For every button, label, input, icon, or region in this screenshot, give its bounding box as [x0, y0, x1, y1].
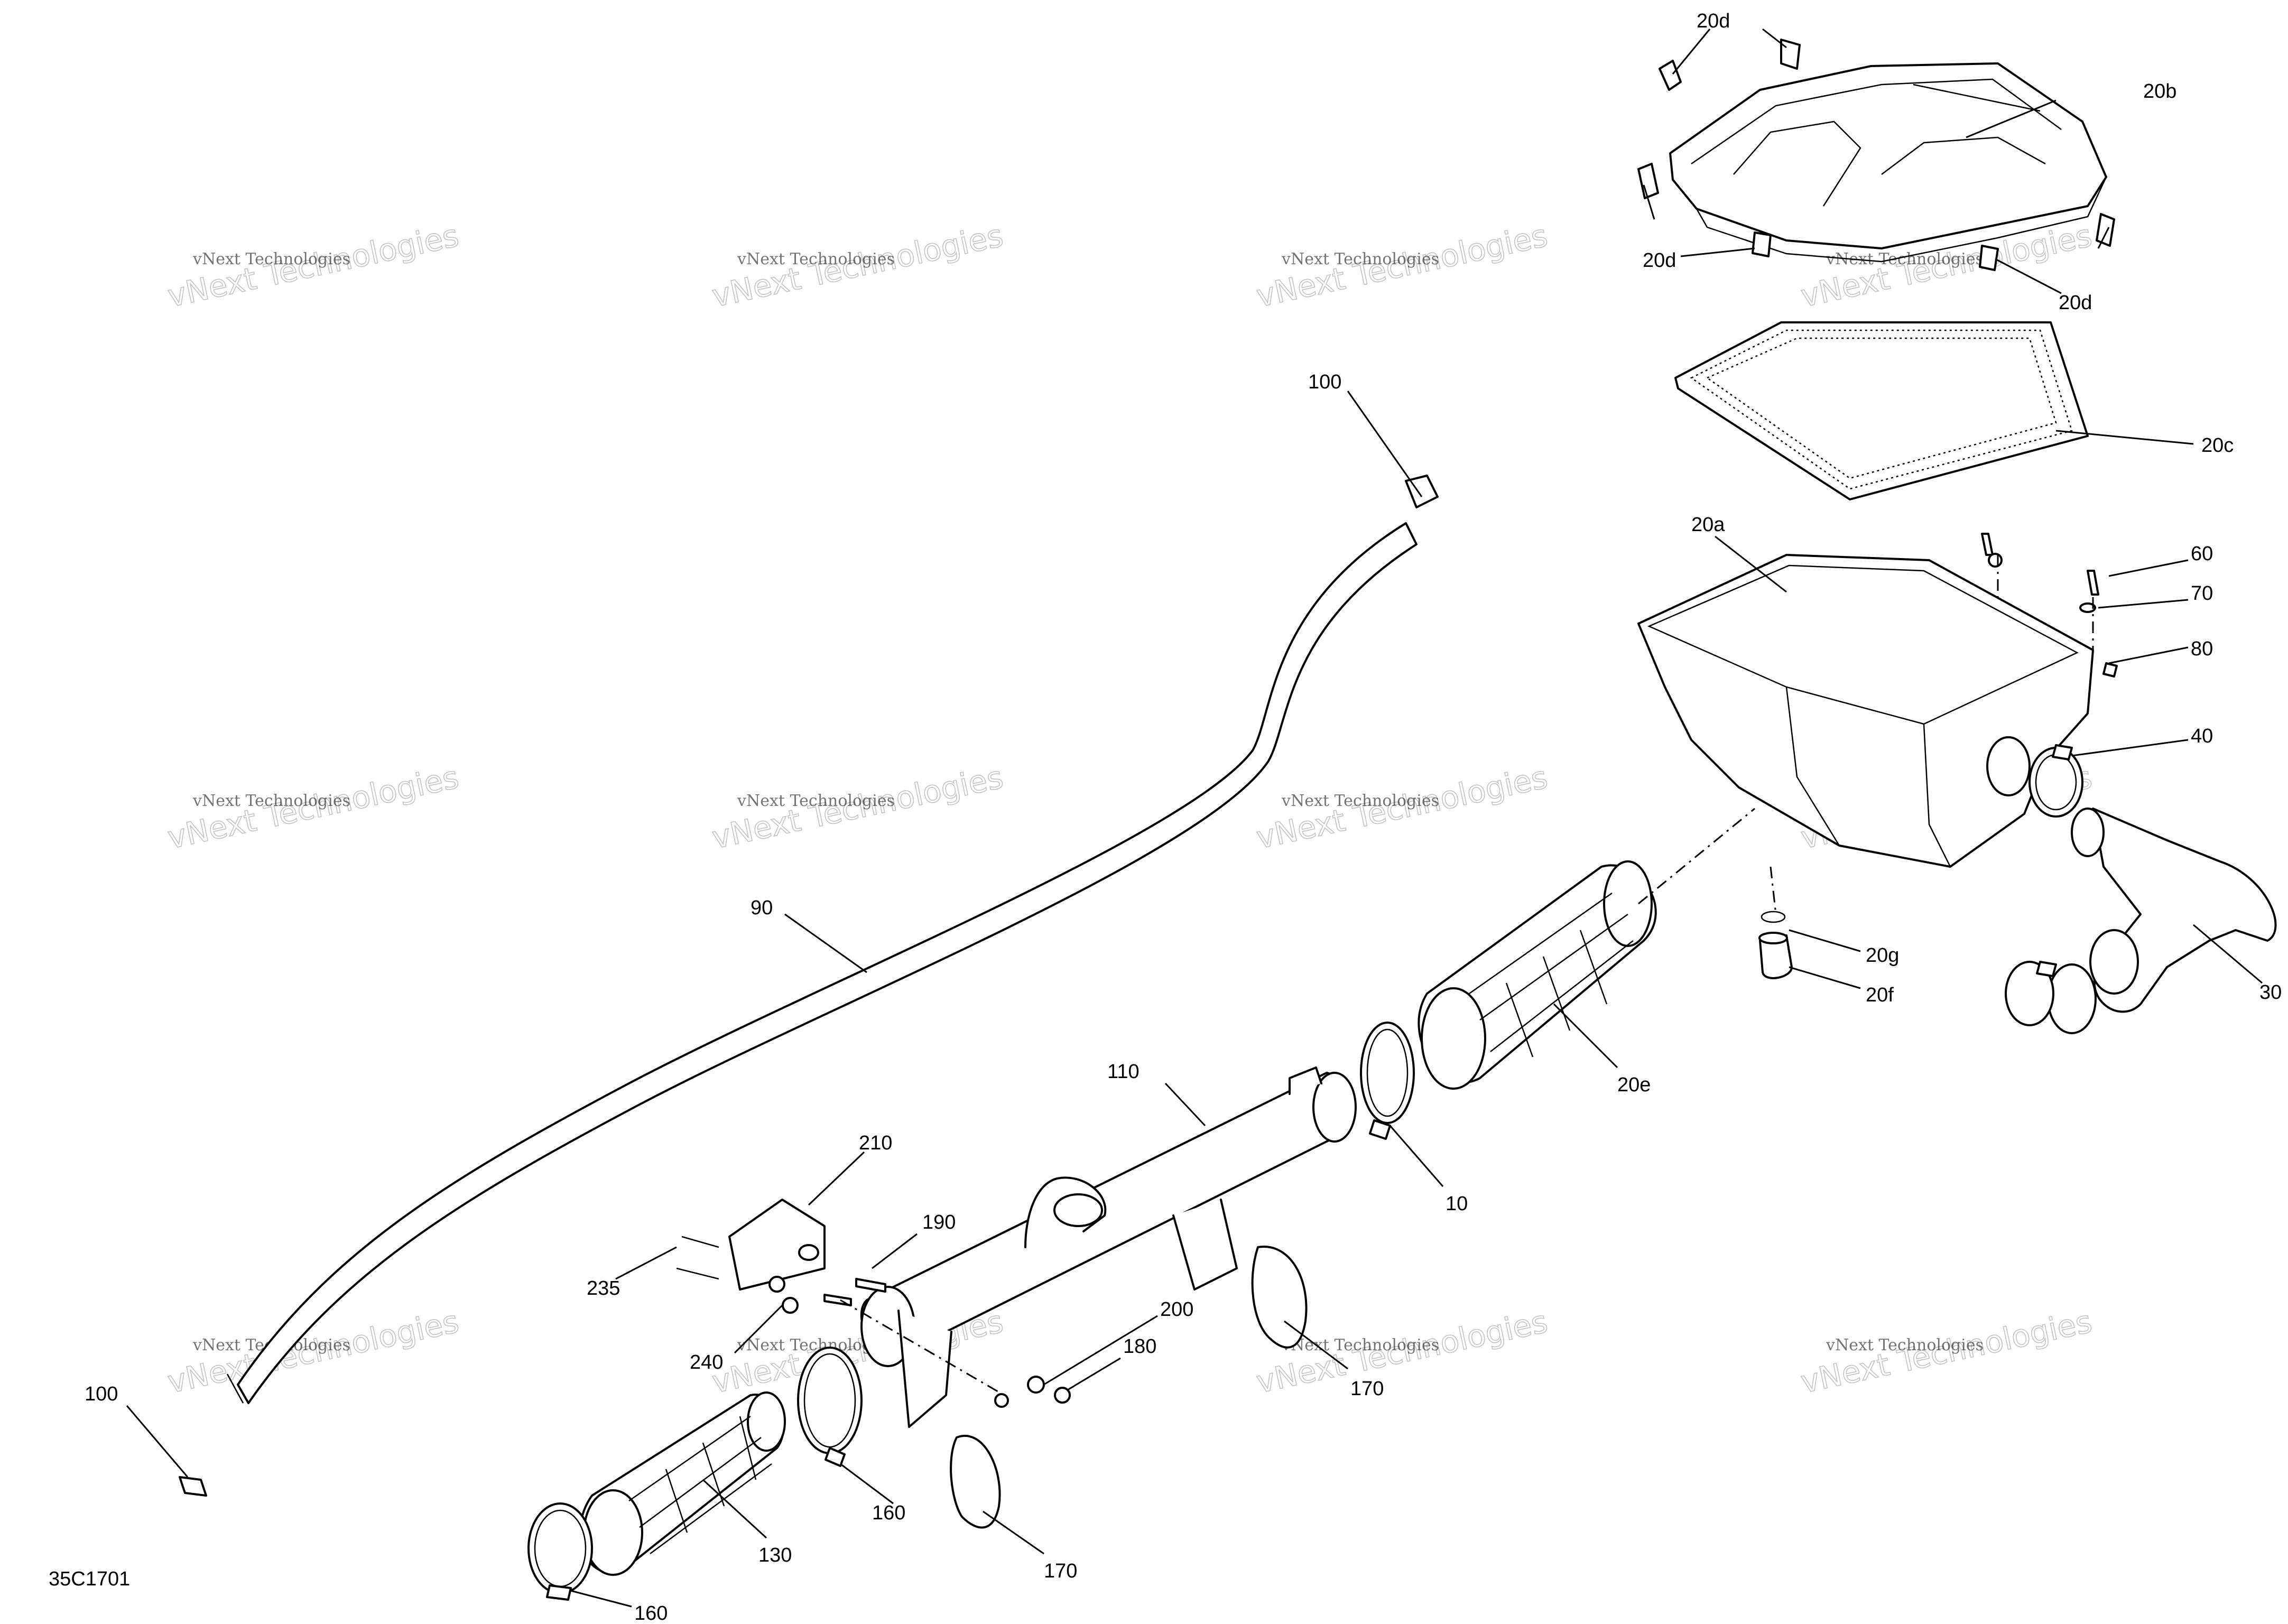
outlet-duct-30 — [2005, 744, 2277, 1034]
callout-20d-right: 20d — [2059, 292, 2092, 314]
callout-70: 70 — [2191, 582, 2213, 605]
callout-235: 235 — [587, 1277, 620, 1300]
callout-110: 110 — [1107, 1061, 1140, 1083]
inlet-boot-20e — [1418, 860, 1657, 1090]
svg-text:vNext Technologies: vNext Technologies — [737, 792, 895, 810]
svg-text:vNext Technologies: vNext Technologies — [737, 250, 895, 268]
seals-170 — [950, 1246, 1308, 1529]
callout-160-mid: 160 — [872, 1502, 905, 1524]
callout-30: 30 — [2259, 981, 2282, 1004]
callout-10: 10 — [1446, 1193, 1468, 1215]
cover-clips — [1637, 39, 2115, 271]
callout-130: 130 — [758, 1544, 792, 1566]
svg-text:vNext Technologies: vNext Technologies — [192, 250, 350, 268]
leader-lines — [126, 28, 2263, 1608]
callout-20d-top: 20d — [1697, 10, 1730, 32]
callout-20f: 20f — [1866, 984, 1894, 1006]
callout-20a: 20a — [1691, 514, 1725, 536]
callout-60: 60 — [2191, 543, 2213, 565]
callout-240: 240 — [690, 1351, 723, 1374]
diagram-code: 35C1701 — [49, 1568, 130, 1590]
svg-text:vNext Technologies: vNext Technologies — [1826, 1336, 1984, 1354]
callout-160-bottom: 160 — [634, 1602, 668, 1624]
callout-190: 190 — [922, 1211, 956, 1233]
svg-text:vNext Technologies: vNext Technologies — [192, 792, 350, 810]
callout-170-left: 170 — [1044, 1560, 1077, 1582]
svg-text:vNext Technologies: vNext Technologies — [1281, 792, 1439, 810]
intake-tube-110 — [860, 1066, 1357, 1428]
bracket-210 — [676, 1199, 826, 1291]
hose-clamps-100 — [179, 475, 1439, 1497]
assembly-lines — [1638, 555, 2094, 915]
callout-20e: 20e — [1617, 1074, 1651, 1096]
callout-20c: 20c — [2201, 434, 2234, 457]
callout-180: 180 — [1123, 1335, 1156, 1358]
boot-130 — [579, 1391, 786, 1576]
callout-170-right: 170 — [1350, 1378, 1384, 1400]
callout-20d-left: 20d — [1643, 249, 1676, 272]
clamp-10 — [1360, 1022, 1415, 1140]
callout-80: 80 — [2191, 638, 2213, 660]
callout-100-bottom: 100 — [85, 1383, 118, 1405]
callout-20g: 20g — [1866, 944, 1899, 967]
callout-labels: 20d 20d 20d 20b 20c 100 20a 60 70 80 40 … — [85, 10, 2282, 1624]
fasteners — [768, 533, 2118, 1408]
air-filter — [1674, 321, 2089, 500]
airbox-cover — [1669, 62, 2107, 263]
svg-text:vNext Technologies: vNext Technologies — [1281, 250, 1439, 268]
callout-100-top: 100 — [1308, 371, 1341, 393]
callout-210: 210 — [859, 1132, 892, 1154]
callout-200: 200 — [1160, 1298, 1193, 1321]
callout-90: 90 — [751, 897, 773, 919]
svg-text:vNext Technologies: vNext Technologies — [1281, 1336, 1439, 1354]
callout-20b: 20b — [2143, 80, 2176, 103]
clamps-160 — [527, 1347, 863, 1601]
airbox-base — [1637, 554, 2094, 868]
drain-hose-90 — [226, 522, 1418, 1404]
drain-valve-20f — [1758, 911, 1793, 979]
callout-40: 40 — [2191, 725, 2213, 747]
